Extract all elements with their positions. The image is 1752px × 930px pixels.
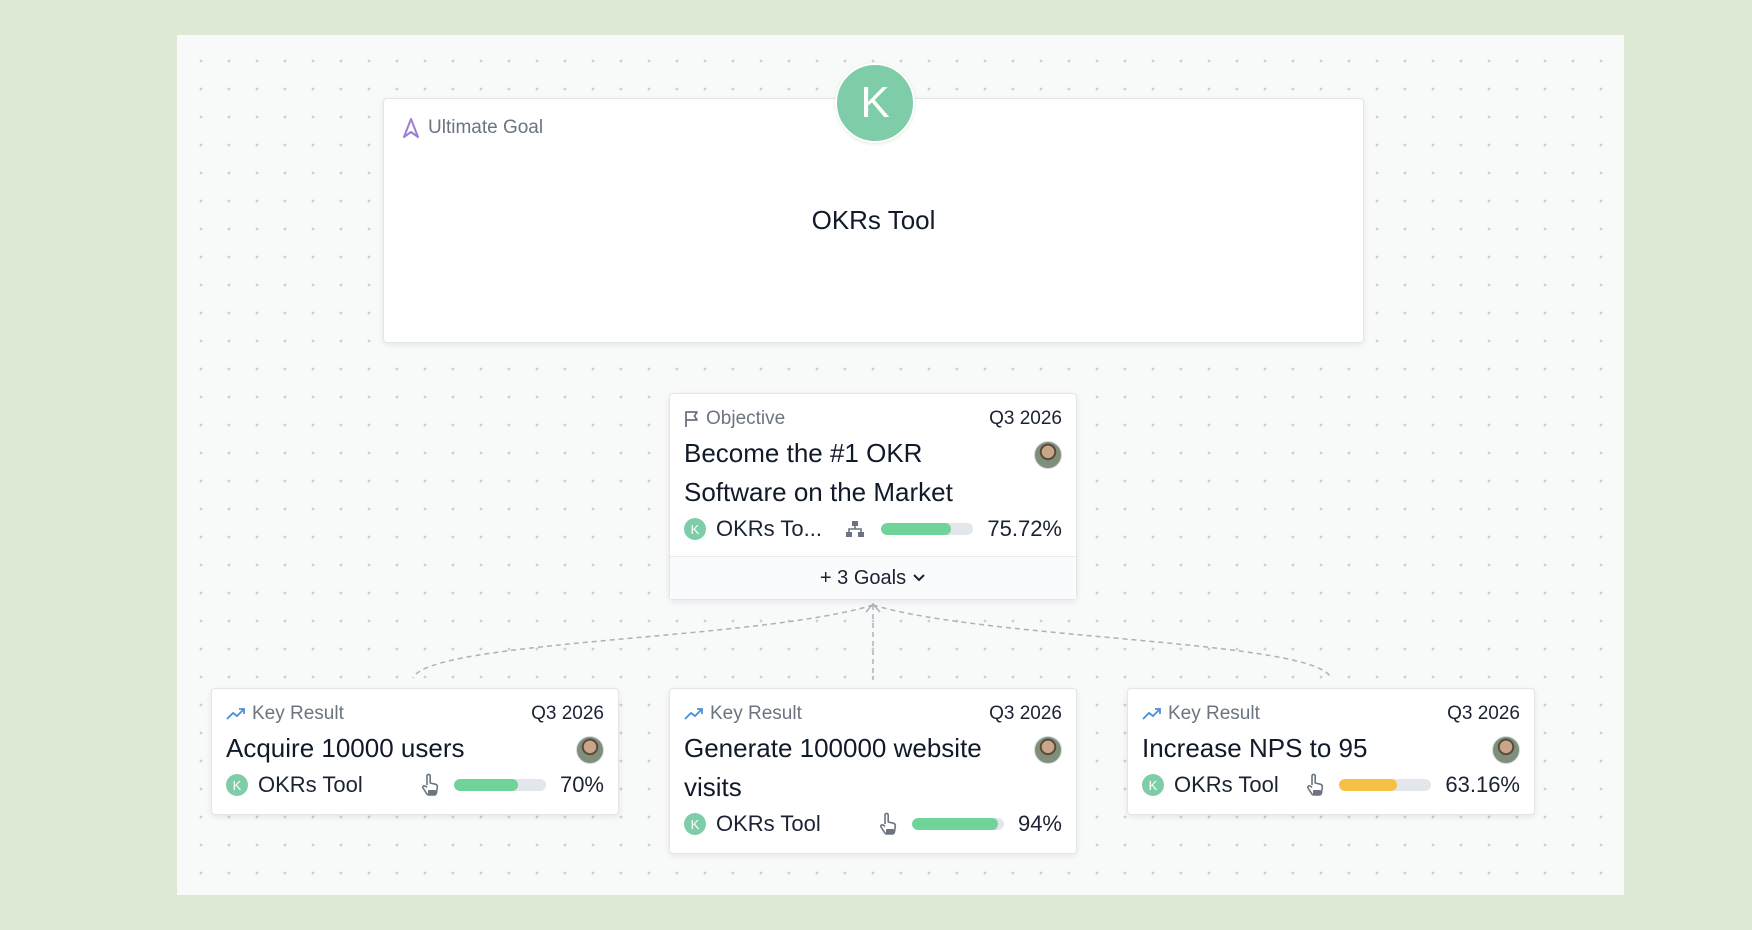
ultimate-goal-type-label: Ultimate Goal bbox=[428, 117, 544, 138]
key-result-progress-text: 70% bbox=[559, 772, 604, 797]
assignee-avatar[interactable] bbox=[1034, 441, 1062, 469]
key-result-header: Key Result Q3 2026 bbox=[226, 703, 604, 725]
key-result-type-label: Key Result bbox=[252, 703, 344, 724]
key-result-quarter[interactable]: Q3 2026 bbox=[989, 703, 1062, 724]
owner-badge: K bbox=[1142, 774, 1164, 796]
objective-title[interactable]: Become the #1 OKR Software on the Market bbox=[684, 434, 953, 512]
key-result-progress-text: 94% bbox=[1017, 811, 1062, 836]
ultimate-goal-header: Ultimate Goal bbox=[402, 117, 543, 139]
owner-badge: K bbox=[684, 813, 706, 835]
key-result-progress-text: 63.16% bbox=[1445, 772, 1520, 797]
pointer-hand-icon[interactable] bbox=[878, 812, 898, 836]
key-result-progress-bar bbox=[911, 818, 1004, 830]
key-result-title[interactable]: Acquire 10000 users bbox=[226, 729, 464, 768]
trend-up-icon bbox=[684, 707, 704, 721]
trend-up-icon bbox=[226, 707, 246, 721]
trend-up-icon bbox=[1142, 707, 1162, 721]
key-result-header: Key Result Q3 2026 bbox=[1142, 703, 1520, 725]
key-result-title[interactable]: Increase NPS to 95 bbox=[1142, 729, 1367, 768]
key-result-meta: K OKRs Tool 70% bbox=[226, 772, 604, 798]
key-result-header: Key Result Q3 2026 bbox=[684, 703, 1062, 725]
workspace-avatar: K bbox=[835, 63, 915, 143]
assignee-avatar[interactable] bbox=[576, 736, 604, 764]
key-result-progress-bar bbox=[453, 779, 546, 791]
key-result-progress-fill bbox=[911, 818, 999, 830]
pointer-hand-icon[interactable] bbox=[1305, 773, 1325, 797]
key-result-owner[interactable]: OKRs Tool bbox=[716, 811, 821, 836]
key-result-progress-bar bbox=[1339, 779, 1432, 791]
key-result-type-label: Key Result bbox=[1168, 703, 1260, 724]
assignee-avatar[interactable] bbox=[1034, 736, 1062, 764]
hierarchy-icon[interactable] bbox=[845, 520, 865, 538]
key-result-title-line-1: Increase NPS to 95 bbox=[1142, 733, 1368, 763]
key-result-progress-fill bbox=[1339, 779, 1398, 791]
key-result-title-line-1: Acquire 10000 users bbox=[226, 733, 465, 763]
objective-owner[interactable]: OKRs To... bbox=[716, 516, 822, 541]
assignee-avatar[interactable] bbox=[1492, 736, 1520, 764]
objective-header: Objective Q3 2026 bbox=[684, 408, 1062, 430]
key-result-owner[interactable]: OKRs Tool bbox=[258, 772, 363, 797]
owner-badge: K bbox=[684, 518, 706, 540]
objective-progress-bar bbox=[881, 523, 974, 535]
objective-progress-fill bbox=[881, 523, 952, 535]
key-result-meta: K OKRs Tool 94% bbox=[684, 811, 1062, 837]
pointer-hand-icon[interactable] bbox=[420, 773, 440, 797]
key-result-meta: K OKRs Tool 63.16% bbox=[1142, 772, 1520, 798]
owner-badge: K bbox=[226, 774, 248, 796]
objective-card[interactable]: Objective Q3 2026 Become the #1 OKR Soft… bbox=[669, 393, 1077, 600]
expand-goals-button[interactable]: + 3 Goals bbox=[670, 556, 1076, 599]
key-result-type-label: Key Result bbox=[710, 703, 802, 724]
key-result-owner[interactable]: OKRs Tool bbox=[1174, 772, 1279, 797]
flag-icon bbox=[684, 410, 700, 428]
objective-quarter[interactable]: Q3 2026 bbox=[989, 408, 1062, 429]
key-result-title-line-1: Generate 100000 website bbox=[684, 733, 982, 763]
connector-to-key-result-1 bbox=[412, 604, 874, 679]
objective-title-line-2: Software on the Market bbox=[684, 477, 953, 507]
key-result-card[interactable]: Key Result Q3 2026 Acquire 10000 users K… bbox=[211, 688, 619, 815]
key-result-title[interactable]: Generate 100000 website visits bbox=[684, 729, 982, 807]
objective-title-line-1: Become the #1 OKR bbox=[684, 438, 923, 468]
expand-goals-label: + 3 Goals bbox=[819, 566, 907, 589]
objective-progress-text: 75.72% bbox=[987, 516, 1062, 541]
connector-arrow bbox=[865, 602, 881, 613]
connector-to-key-result-3 bbox=[872, 604, 1332, 679]
navigation-arrow-icon bbox=[402, 118, 420, 138]
chevron-down-icon bbox=[912, 573, 926, 583]
ultimate-goal-title[interactable]: OKRs Tool bbox=[811, 205, 936, 235]
key-result-progress-fill bbox=[453, 779, 519, 791]
key-result-quarter[interactable]: Q3 2026 bbox=[1447, 703, 1520, 724]
key-result-title-line-2: visits bbox=[684, 772, 742, 802]
objective-meta: K OKRs To... 75.72% bbox=[684, 516, 1062, 542]
key-result-card[interactable]: Key Result Q3 2026 Increase NPS to 95 K … bbox=[1127, 688, 1535, 815]
key-result-quarter[interactable]: Q3 2026 bbox=[531, 703, 604, 724]
objective-type-label: Objective bbox=[706, 408, 786, 429]
key-result-card[interactable]: Key Result Q3 2026 Generate 100000 websi… bbox=[669, 688, 1077, 854]
